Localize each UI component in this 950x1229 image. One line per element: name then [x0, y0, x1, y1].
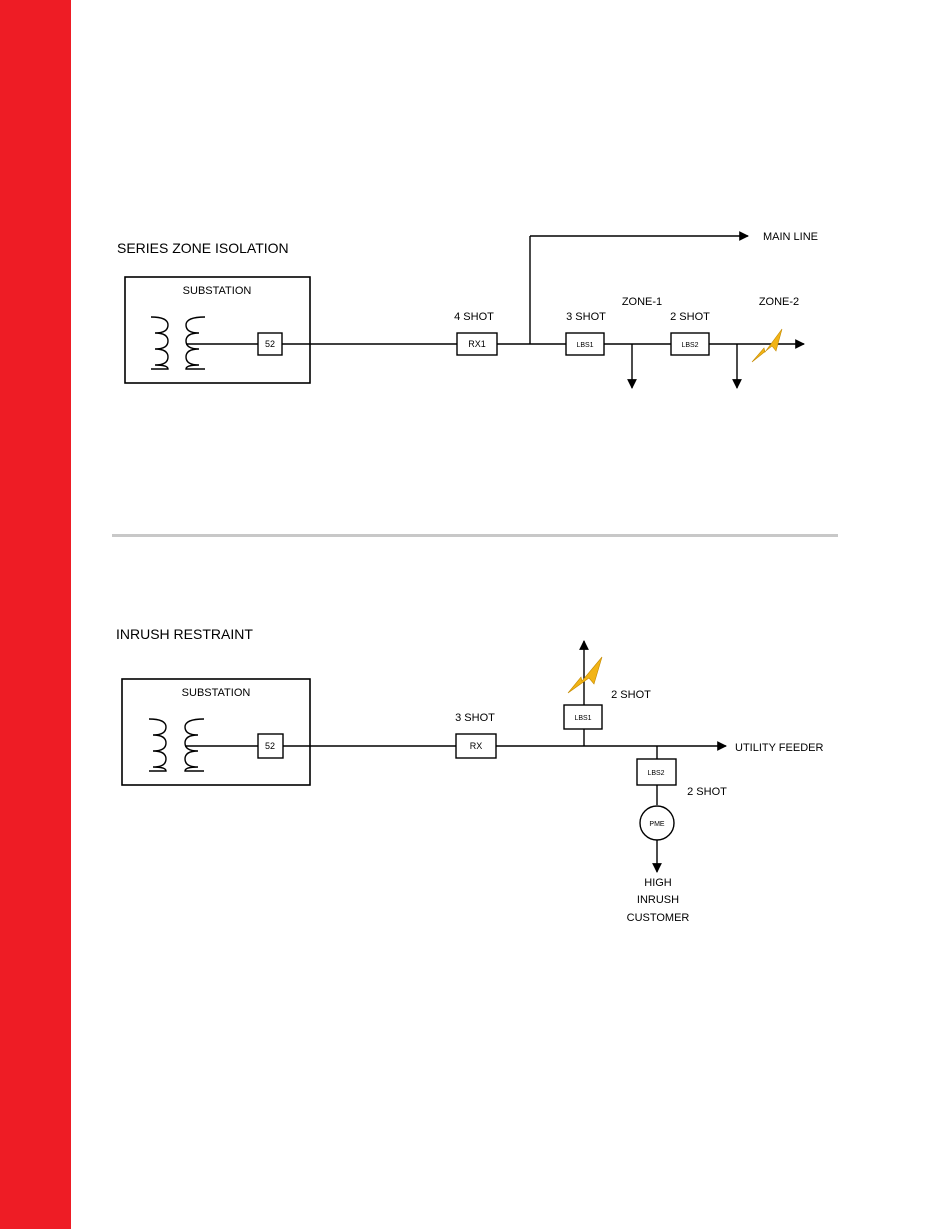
customer-line2: INRUSH [637, 894, 679, 906]
lbs1-label-2: LBS1 [574, 715, 591, 722]
customer-line1: HIGH [644, 877, 672, 889]
lbs2-shot-label: 2 SHOT [670, 311, 710, 323]
zone1-label: ZONE-1 [622, 296, 662, 308]
fault-lightning-icon [752, 329, 782, 362]
substation-label: SUBSTATION [183, 285, 252, 297]
rx-shot-label: 3 SHOT [455, 712, 495, 724]
inrush-restraint-diagram: INRUSH RESTRAINT SUBSTATION 52 RX 3 SHOT… [0, 615, 950, 935]
inrush-title: INRUSH RESTRAINT [116, 626, 253, 642]
breaker-52-label-2: 52 [265, 741, 275, 751]
series-zone-isolation-diagram: SERIES ZONE ISOLATION SUBSTATION 52 RX1 … [0, 215, 950, 415]
rx1-label: RX1 [468, 339, 486, 349]
rx1-shot-label: 4 SHOT [454, 311, 494, 323]
lbs1-shot-label-2: 2 SHOT [611, 689, 651, 701]
customer-line3: CUSTOMER [627, 912, 690, 924]
zone2-label: ZONE-2 [759, 296, 799, 308]
series-title: SERIES ZONE ISOLATION [117, 240, 289, 256]
lbs2-shot-label-2: 2 SHOT [687, 786, 727, 798]
utility-feeder-label: UTILITY FEEDER [735, 742, 823, 754]
fault-lightning-icon-2 [568, 657, 602, 693]
lbs2-label-2: LBS2 [647, 770, 664, 777]
pme-label: PME [649, 821, 665, 828]
substation-label-2: SUBSTATION [182, 687, 251, 699]
breaker-52-label: 52 [265, 339, 275, 349]
lbs2-label: LBS2 [681, 342, 698, 349]
section-divider [112, 534, 838, 537]
lbs1-label: LBS1 [576, 342, 593, 349]
lbs1-shot-label: 3 SHOT [566, 311, 606, 323]
main-line-label: MAIN LINE [763, 231, 818, 243]
rx-label: RX [470, 741, 483, 751]
